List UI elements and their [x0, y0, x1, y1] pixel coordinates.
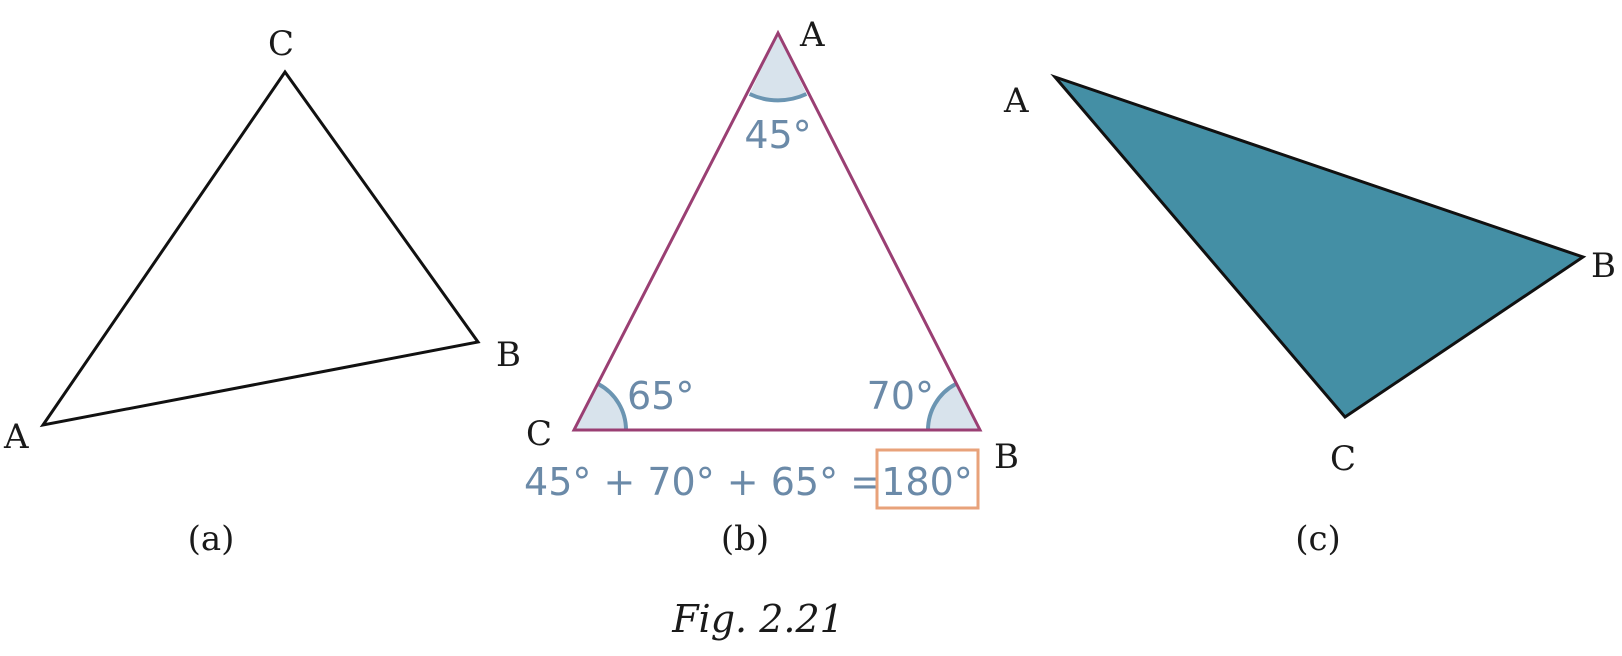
figure-a-vertex-b: B: [496, 335, 521, 375]
angle-a-arc: [748, 92, 808, 103]
angle-c-arc: [597, 382, 628, 431]
figure-a-caption: (a): [188, 519, 235, 559]
angle-sum-equation: 45° + 70° + 65° =: [524, 460, 882, 504]
figure-c-caption: (c): [1295, 519, 1341, 559]
figure-b: A C B 45° 65° 70° 45° + 70° + 65° = 180°…: [524, 15, 1019, 559]
figure-c-vertex-a: A: [1003, 81, 1029, 121]
angle-a-label: 45°: [744, 113, 811, 157]
figure-b-vertex-b: B: [994, 437, 1019, 477]
figure-b-vertex-c: C: [526, 414, 552, 454]
figure-a-vertex-a: A: [3, 417, 29, 457]
figure-b-vertex-a: A: [799, 15, 825, 55]
figure-caption: Fig. 2.21: [671, 597, 844, 641]
angle-b-label: 70°: [867, 374, 934, 418]
figure-c-vertex-c: C: [1330, 439, 1356, 479]
angle-a-sector: [749, 33, 807, 101]
figure-a: C B A (a): [3, 24, 521, 559]
triangle-b: [571, 29, 983, 432]
figure-c: A B C (c): [1003, 73, 1616, 559]
angle-sum-result: 180°: [881, 460, 973, 504]
figure-c-vertex-b: B: [1591, 246, 1616, 286]
angle-b-sector: [928, 384, 980, 430]
result-highlight-box: [875, 448, 980, 510]
angle-c-label: 65°: [627, 374, 694, 418]
triangle-a: [39, 69, 481, 428]
angle-c-sector: [574, 384, 626, 430]
figure-b-caption: (b): [721, 519, 769, 559]
figure-a-vertex-c: C: [268, 24, 294, 64]
triangle-c: [1050, 73, 1587, 419]
angle-b-arc: [926, 382, 957, 431]
